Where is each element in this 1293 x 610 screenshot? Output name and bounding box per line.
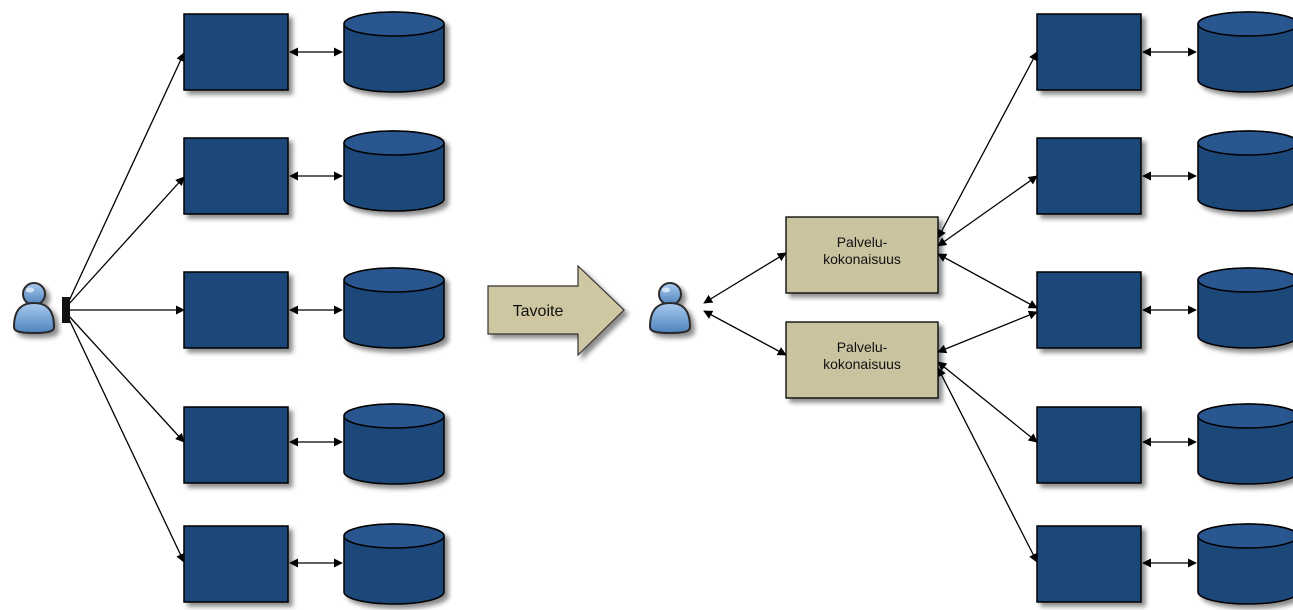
right-row-4 xyxy=(1036,403,1293,485)
database-icon xyxy=(343,130,445,212)
goal-arrow: Tavoite xyxy=(487,264,625,357)
user-connector-port xyxy=(62,297,70,323)
left-user xyxy=(13,282,55,334)
service-bundle-label-line2: kokonaisuus xyxy=(823,356,901,372)
right-row-1 xyxy=(1036,11,1293,93)
left-row-2 xyxy=(183,130,445,215)
left-row-3 xyxy=(183,267,445,349)
system-box xyxy=(183,271,289,349)
user-icon xyxy=(13,282,55,334)
system-box xyxy=(1036,271,1142,349)
database-icon xyxy=(1197,267,1293,349)
service-bundle-label-line2: kokonaisuus xyxy=(823,251,901,267)
system-box xyxy=(1036,525,1142,603)
service-bundle-1: Palvelu- kokonaisuus xyxy=(785,216,939,294)
system-box xyxy=(183,525,289,603)
right-row-5 xyxy=(1036,523,1293,605)
left-connectors xyxy=(67,52,185,563)
right-connectors xyxy=(703,51,1038,563)
system-box xyxy=(1036,137,1142,215)
left-row-5 xyxy=(183,523,445,605)
database-icon xyxy=(343,267,445,349)
right-row-3 xyxy=(1036,267,1293,349)
database-icon xyxy=(343,403,445,485)
database-icon xyxy=(1197,523,1293,605)
right-user xyxy=(649,282,691,334)
system-box xyxy=(1036,13,1142,91)
database-icon xyxy=(343,523,445,605)
database-icon xyxy=(1197,130,1293,212)
right-row-2 xyxy=(1036,130,1293,215)
system-box xyxy=(183,13,289,91)
database-icon xyxy=(1197,11,1293,93)
service-bundle-label-line1: Palvelu- xyxy=(837,234,888,250)
left-row-4 xyxy=(183,403,445,485)
service-bundle-2: Palvelu- kokonaisuus xyxy=(785,321,939,399)
database-icon xyxy=(1197,403,1293,485)
system-box xyxy=(183,137,289,215)
user-icon xyxy=(649,282,691,334)
database-icon xyxy=(343,11,445,93)
system-box xyxy=(1036,406,1142,484)
system-box xyxy=(183,406,289,484)
service-bundle-label-line1: Palvelu- xyxy=(837,339,888,355)
goal-arrow-label: Tavoite xyxy=(513,303,564,320)
left-row-1 xyxy=(183,11,445,93)
